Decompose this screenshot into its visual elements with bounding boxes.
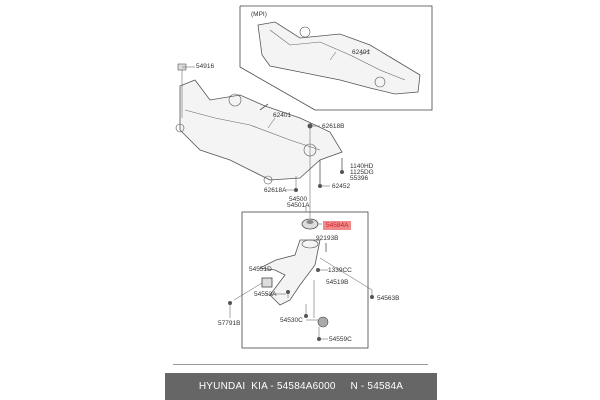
part-62401[interactable]: 62401 [273,112,292,119]
part-54553a[interactable]: 54553A [254,291,277,298]
part-1339cc[interactable]: 1339CC [328,267,352,274]
part-55396[interactable]: 55396 [350,175,369,182]
part-54559c[interactable]: 54559C [329,336,352,343]
part-54500[interactable]: 54500 [289,196,308,203]
part-54584a-highlighted[interactable]: 54584A [323,221,352,230]
part-54530c[interactable]: 54530C [280,317,303,324]
part-number-banner: HYUNDAI KIA - 54584A6000 N - 54584A [165,373,437,400]
part-54519b[interactable]: 54519B [326,279,349,286]
part-54916[interactable]: 54916 [196,63,215,70]
part-62452[interactable]: 62452 [332,183,351,190]
part-number-text: HYUNDAI KIA - 54584A6000 N - 54584A [198,381,404,392]
part-54551d[interactable]: 54551D [249,266,272,273]
part-54501a[interactable]: 54501A [287,202,310,209]
part-57791b[interactable]: 57791B [218,320,241,327]
part-62401-mpi[interactable]: 62401 [352,49,371,56]
part-62618b[interactable]: 62618B [322,123,345,130]
part-92193b[interactable]: 92193B [316,235,339,242]
part-1125dg[interactable]: 1125DG [350,169,374,176]
part-62618a[interactable]: 62618A [264,187,287,194]
inset-label: (MPI) [251,11,267,18]
part-1140hd[interactable]: 1140HD [350,163,374,170]
part-54563b[interactable]: 54563B [377,295,400,302]
divider [173,364,428,365]
